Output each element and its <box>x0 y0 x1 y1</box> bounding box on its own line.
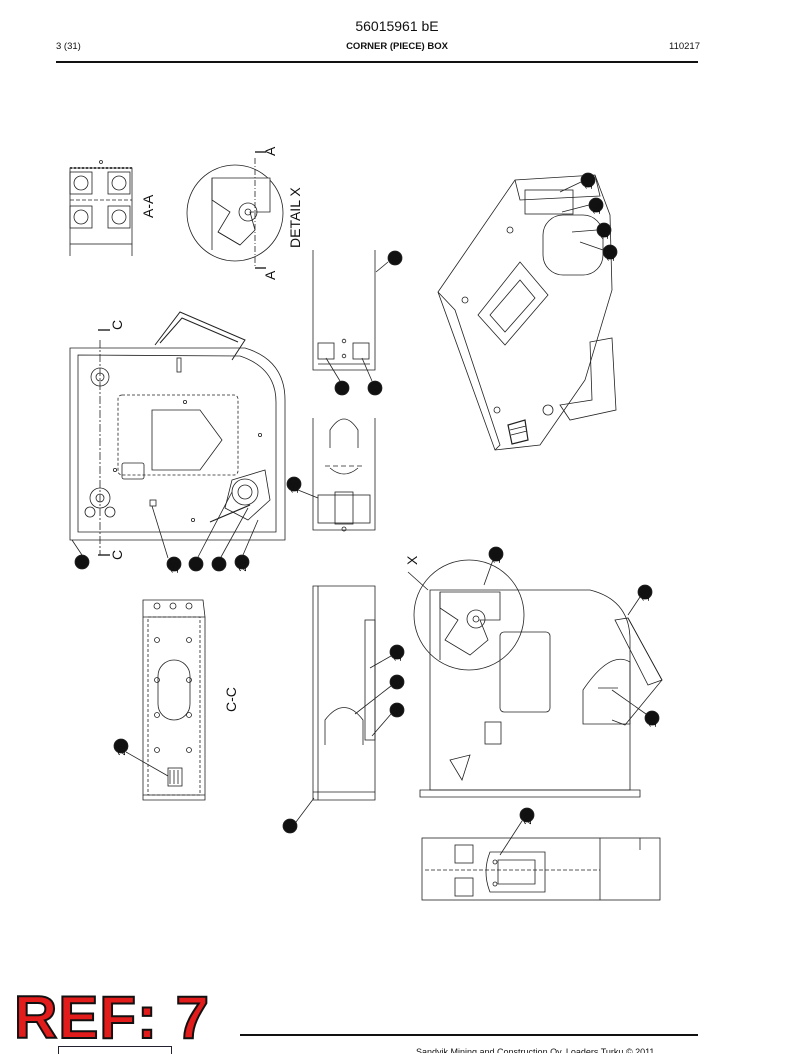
top-narrow-view <box>312 250 376 371</box>
detail-x-label: DETAIL X <box>287 187 303 248</box>
svg-text:9: 9 <box>371 389 382 395</box>
front-view <box>413 559 663 798</box>
section-marker-c-top: C <box>109 320 125 330</box>
callout-5: 5 <box>375 250 403 273</box>
box-side-view <box>312 585 376 801</box>
detail-x-view <box>186 151 284 269</box>
svg-text:6: 6 <box>393 711 404 717</box>
svg-text:13: 13 <box>641 590 652 602</box>
svg-text:15: 15 <box>170 562 181 574</box>
callout-6: 6 <box>371 702 405 737</box>
svg-text:16: 16 <box>592 203 603 215</box>
callout-17b: 17 <box>571 222 612 240</box>
document-number: 56015961 bE <box>355 18 439 34</box>
svg-text:19: 19 <box>606 250 617 262</box>
section-marker-c-bottom: C <box>109 550 125 560</box>
callout-12: 12 <box>611 689 660 728</box>
section-aa-label: A-A <box>140 194 156 218</box>
document-date: 110217 <box>669 41 700 52</box>
header-rule <box>56 61 698 63</box>
section-cc-view <box>142 599 206 801</box>
svg-text:17: 17 <box>600 228 611 240</box>
svg-text:18: 18 <box>492 552 503 564</box>
ref-stamp: REF: 7 <box>13 984 211 1051</box>
middle-narrow-view <box>312 418 376 532</box>
callout-2: 2 <box>211 507 249 572</box>
section-cc-label: C-C <box>223 687 239 712</box>
callout-15b: 15 <box>151 505 182 574</box>
svg-text:4: 4 <box>78 563 89 569</box>
callout-3: 3 <box>282 797 315 834</box>
svg-text:3: 3 <box>286 827 297 833</box>
callout-13: 13 <box>627 584 653 616</box>
callout-4: 4 <box>71 539 90 570</box>
isometric-view <box>437 174 617 451</box>
detail-marker-x: X <box>404 555 420 565</box>
document-title: CORNER (PIECE) BOX <box>346 41 448 52</box>
sandvik-logo <box>58 1046 172 1054</box>
section-aa-view <box>69 160 133 256</box>
callout-19: 20 <box>499 807 535 856</box>
callout-20: 19 <box>579 241 618 262</box>
callout-15a: 15 <box>286 476 319 499</box>
callout-label: 17 <box>584 178 595 190</box>
callout-14: 14 <box>369 644 405 669</box>
section-marker-a-bottom: A <box>262 270 278 280</box>
svg-text:14: 14 <box>393 650 404 662</box>
callouts: 17 16 17 19 5 8 9 15 4 15 1 2 21 18 13 1… <box>71 172 660 856</box>
section-marker-a-top: A <box>262 146 278 156</box>
page-count: 3 (31) <box>56 41 81 52</box>
callout-1: 1 <box>188 491 233 572</box>
svg-text:21: 21 <box>238 560 249 572</box>
svg-text:2: 2 <box>215 565 226 571</box>
svg-text:7: 7 <box>393 683 404 689</box>
footer-rule <box>240 1034 698 1036</box>
svg-text:5: 5 <box>391 259 402 265</box>
footer-copyright: Sandvik Mining and Construction Oy, Load… <box>416 1047 655 1053</box>
svg-text:15: 15 <box>290 482 301 494</box>
callout-17a: 17 <box>559 172 596 193</box>
bottom-plan-view <box>421 837 661 901</box>
callout-21: 21 <box>234 519 259 572</box>
svg-text:8: 8 <box>338 389 349 395</box>
main-side-view <box>69 311 286 556</box>
svg-text:20: 20 <box>523 813 534 825</box>
svg-text:22: 22 <box>117 744 128 756</box>
callout-18: 18 <box>483 546 504 586</box>
callout-22: 22 <box>113 738 169 777</box>
callout-8: 8 <box>325 357 350 396</box>
callout-16: 16 <box>561 197 604 215</box>
callout-7: 7 <box>354 674 405 715</box>
callout-9: 9 <box>361 357 383 396</box>
svg-text:12: 12 <box>648 716 659 728</box>
svg-text:1: 1 <box>192 565 203 571</box>
